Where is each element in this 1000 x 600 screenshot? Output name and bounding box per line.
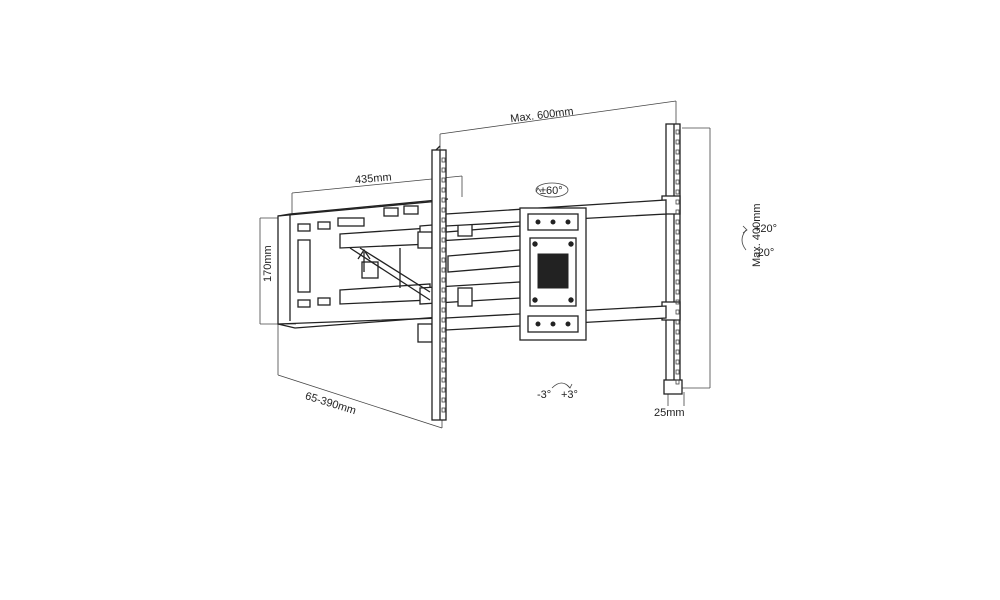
rail-slot	[675, 319, 680, 325]
rail-slot	[675, 179, 680, 185]
level-minus-label: -3°	[537, 389, 551, 401]
rail-slot	[441, 217, 446, 223]
rail-slot	[675, 279, 680, 285]
rail-slot	[441, 387, 446, 393]
rotation-icon	[535, 182, 569, 198]
rail-slot	[441, 257, 446, 263]
rail-slot	[675, 339, 680, 345]
rail-slot	[441, 297, 446, 303]
extension-label: 65-390mm	[304, 390, 358, 417]
rail-slot	[441, 207, 446, 213]
wall-height-label: 170mm	[262, 245, 274, 282]
tilt-plate	[519, 207, 587, 341]
rail-slot	[675, 149, 680, 155]
rail-slot	[441, 367, 446, 373]
rail-slot	[441, 177, 446, 183]
rail-slot	[441, 347, 446, 353]
rail-slot	[441, 357, 446, 363]
rail-slot	[441, 307, 446, 313]
rail-slot	[441, 327, 446, 333]
rail-slot	[675, 249, 680, 255]
rail-slot	[441, 407, 446, 413]
tilt-up-label: +20°	[754, 223, 777, 235]
rail-slot	[675, 169, 680, 175]
rail-slot	[675, 189, 680, 195]
rail-slot	[441, 287, 446, 293]
wall-width-label: 435mm	[355, 171, 393, 186]
rail-slot	[441, 277, 446, 283]
wall-plate	[277, 198, 449, 329]
rail-slot	[675, 359, 680, 365]
rail-slot	[675, 229, 680, 235]
rail-slot	[675, 269, 680, 275]
rail-slot	[675, 379, 680, 385]
right-rail	[661, 123, 683, 395]
rail-slot	[441, 247, 446, 253]
rail-slot	[675, 219, 680, 225]
level-plus-label: +3°	[561, 389, 578, 401]
rail-slot	[441, 317, 446, 323]
rail-slot	[675, 199, 680, 205]
rail-slot	[675, 329, 680, 335]
rail-slot	[675, 289, 680, 295]
rail-slot	[441, 227, 446, 233]
tilt-arc-icon	[741, 225, 748, 251]
rail-slot	[441, 237, 446, 243]
rail-slot	[441, 187, 446, 193]
depth-label: 25mm	[654, 407, 685, 419]
rail-slot	[675, 259, 680, 265]
rail-slot	[675, 239, 680, 245]
rotation-label: ±60°	[540, 185, 563, 197]
rail-slot	[675, 159, 680, 165]
tilt-down-label: -20°	[754, 247, 774, 259]
rail-slot	[675, 349, 680, 355]
rail-slot	[675, 129, 680, 135]
rail-slot	[441, 197, 446, 203]
rail-slot	[675, 299, 680, 305]
rail-slot	[441, 167, 446, 173]
rail-slot	[675, 209, 680, 215]
rail-slot	[441, 157, 446, 163]
rail-slot	[675, 309, 680, 315]
rail-slot	[441, 377, 446, 383]
rail-slot	[441, 337, 446, 343]
rail-slot	[441, 397, 446, 403]
max-width-label: Max. 600mm	[510, 106, 575, 126]
left-rail	[431, 145, 447, 421]
rail-slot	[675, 139, 680, 145]
rail-slot	[441, 267, 446, 273]
rail-slot	[675, 369, 680, 375]
level-arc-icon	[551, 382, 573, 389]
max-height-label: Max. 400mm	[751, 203, 763, 267]
